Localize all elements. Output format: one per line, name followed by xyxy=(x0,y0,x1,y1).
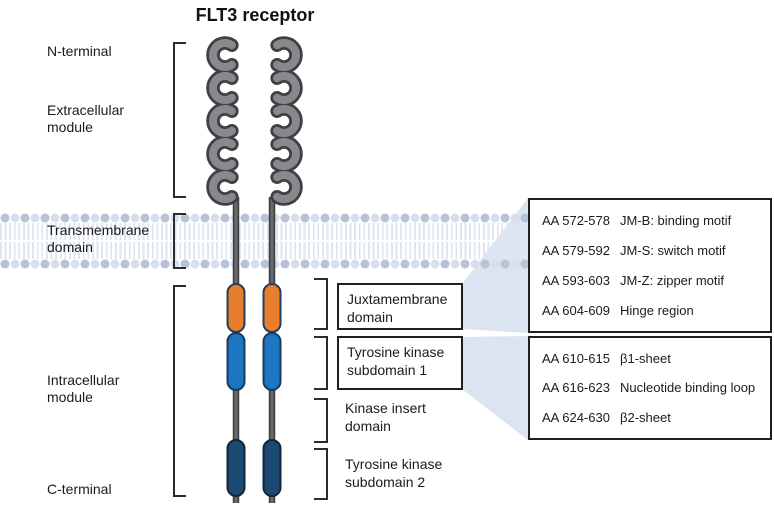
tyrosine-kinase-1-shapes xyxy=(226,332,282,391)
aa-row: AA 593-603 JM-Z: zipper motif xyxy=(542,273,770,288)
bracket-tyrosine-kinase-2 xyxy=(314,448,328,500)
diagram-title: FLT3 receptor xyxy=(195,5,315,25)
membrane-tails-lower xyxy=(0,242,529,259)
aa-range: AA 610-615 xyxy=(542,351,610,367)
aa-description: JM-S: switch motif xyxy=(620,243,726,259)
aa-row: AA 604-609 Hinge region xyxy=(542,303,770,318)
aa-row: AA 624-630 β2-sheet xyxy=(542,410,770,425)
aa-row: AA 579-592 JM-S: switch motif xyxy=(542,243,770,258)
aa-description: Hinge region xyxy=(620,302,694,318)
bracket-tyrosine-kinase-1 xyxy=(314,336,328,390)
aa-description: JM-B: binding motif xyxy=(620,213,732,229)
bracket-transmembrane xyxy=(173,213,186,269)
aa-description: Nucleotide binding loop xyxy=(620,380,756,396)
aa-row: AA 610-615 β1-sheet xyxy=(542,351,770,366)
membrane-heads-top xyxy=(0,213,529,223)
label-c-terminal: C-terminal xyxy=(47,481,112,497)
aa-range: AA 616-623 xyxy=(542,380,610,396)
aa-description: β1-sheet xyxy=(620,351,671,367)
lipid-bilayer-membrane xyxy=(0,213,529,269)
aa-range: AA 624-630 xyxy=(542,409,610,425)
extracellular-loops-right xyxy=(270,36,303,206)
aa-range: AA 579-592 xyxy=(542,243,610,259)
membrane-heads-bottom xyxy=(0,259,529,269)
label-extracellular-module: Extracellular module xyxy=(47,102,125,136)
aa-description: JM-Z: zipper motif xyxy=(620,272,725,288)
bracket-extracellular xyxy=(173,42,186,198)
label-transmembrane-domain: Transmembrane domain xyxy=(47,222,150,256)
label-tyrosine-kinase-2: Tyrosine kinase subdomain 2 xyxy=(345,456,443,491)
label-intracellular-module: Intracellular module xyxy=(47,372,120,406)
aa-description: β2-sheet xyxy=(620,409,671,425)
bracket-juxtamembrane xyxy=(314,278,328,330)
label-kinase-insert: Kinase insert domain xyxy=(345,400,426,435)
tyrosine-kinase-2-shapes xyxy=(226,439,282,497)
label-n-terminal: N-terminal xyxy=(47,43,112,59)
aa-range: AA 572-578 xyxy=(542,213,610,229)
aa-row: AA 616-623 Nucleotide binding loop xyxy=(542,380,770,395)
aa-range: AA 604-609 xyxy=(542,302,610,318)
bracket-intracellular xyxy=(173,285,186,497)
bracket-kinase-insert xyxy=(314,398,328,443)
membrane-tails-upper xyxy=(0,223,529,240)
aa-range: AA 593-603 xyxy=(542,272,610,288)
detail-box-kinase-elements: AA 610-615 β1-sheet AA 616-623 Nucleotid… xyxy=(528,336,772,440)
extracellular-loops-left xyxy=(206,36,239,206)
juxtamembrane-domain-shapes xyxy=(226,283,282,333)
label-box-tyrosine-kinase-1: Tyrosine kinase subdomain 1 xyxy=(337,336,463,390)
aa-row: AA 572-578 JM-B: binding motif xyxy=(542,213,770,228)
label-box-juxtamembrane: Juxtamembrane domain xyxy=(337,283,463,330)
detail-box-juxtamembrane-motifs: AA 572-578 JM-B: binding motif AA 579-59… xyxy=(528,198,772,333)
